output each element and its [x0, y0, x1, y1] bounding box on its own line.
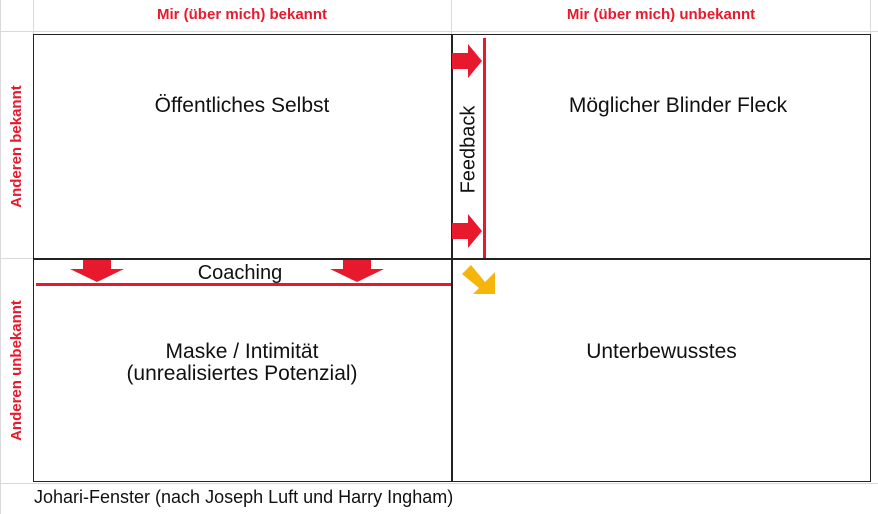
- coaching-arrow-down-icon: [70, 260, 124, 282]
- feedback-arrow-right-icon: [452, 44, 482, 78]
- grid-line: [451, 0, 452, 34]
- column-header-known-to-self: Mir (über mich) bekannt: [156, 6, 328, 23]
- column-header-unknown-to-self: Mir (über mich) unbekannt: [566, 6, 756, 23]
- quadrant-mask-intimacy: Maske / Intimität (unrealisiertes Potenz…: [33, 341, 451, 385]
- feedback-line: [483, 38, 486, 258]
- grid-line: [33, 0, 34, 34]
- figure-caption: Johari-Fenster (nach Joseph Luft und Har…: [34, 487, 454, 507]
- coaching-label: Coaching: [197, 262, 283, 284]
- grid-line: [870, 0, 871, 34]
- quadrant-unconscious: Unterbewusstes: [586, 340, 737, 363]
- grid-line: [0, 0, 1, 514]
- diagonal-arrow-icon: [462, 265, 495, 294]
- quadrant-mask-intimacy-line1: Maske / Intimität: [165, 340, 319, 363]
- quadrant-blind-spot: Möglicher Blinder Fleck: [568, 94, 788, 117]
- grid-line: [0, 31, 878, 32]
- quadrant-mask-intimacy-line2: (unrealisiertes Potenzial): [126, 362, 358, 385]
- grid-line: [0, 258, 33, 259]
- feedback-label-text: Feedback: [457, 105, 480, 193]
- row-header-known-to-others: Anderen bekannt: [2, 34, 30, 258]
- coaching-line: [36, 283, 451, 286]
- feedback-label: Feedback: [455, 90, 483, 208]
- matrix-horizontal-divider: [33, 258, 871, 260]
- row-header-unknown-to-others: Anderen unbekannt: [2, 259, 30, 482]
- coaching-arrow-down-icon: [330, 260, 384, 282]
- row-header-unknown-to-others-text: Anderen unbekannt: [7, 300, 25, 441]
- quadrant-public-self: Öffentliches Selbst: [154, 94, 330, 117]
- row-header-known-to-others-text: Anderen bekannt: [7, 84, 25, 208]
- feedback-arrow-right-icon: [452, 214, 482, 248]
- grid-line: [0, 483, 878, 484]
